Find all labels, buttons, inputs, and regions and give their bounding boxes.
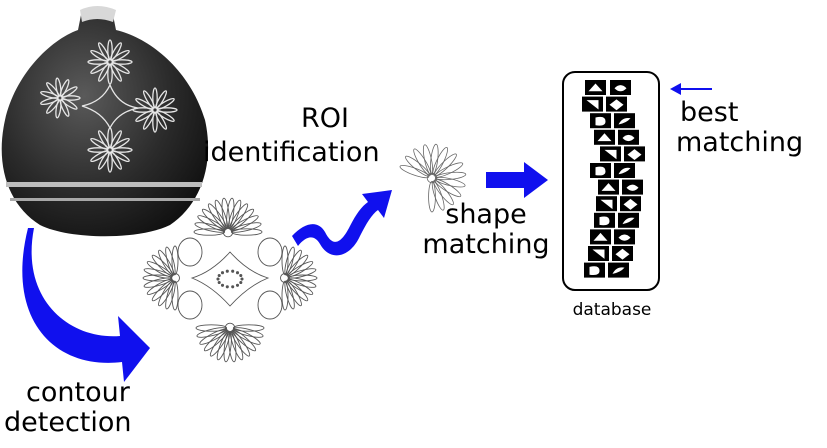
database-tile — [585, 80, 606, 95]
roi-label-line2: identification — [203, 137, 380, 168]
flower-motif — [132, 87, 178, 133]
vase-photo — [1, 6, 209, 237]
database-tile — [584, 262, 605, 278]
shape-matching-label: shape matching — [412, 199, 560, 261]
shape-label-line1: shape — [445, 199, 527, 230]
database-shape-tiles — [582, 80, 645, 278]
best-label-line2: matching — [676, 127, 804, 159]
best-label-line1: best — [680, 97, 739, 128]
roi-arrow — [292, 190, 392, 256]
flower-motif — [399, 143, 467, 213]
database-tile — [590, 113, 611, 129]
database-tile — [590, 163, 611, 178]
contour-arrow — [22, 228, 150, 382]
flower-motif — [193, 197, 263, 238]
database-tile — [590, 229, 611, 245]
database-tile — [620, 196, 641, 212]
contour-label-line2: detection — [4, 407, 132, 439]
roi-identification-label-line2-wrap: identification — [203, 137, 380, 168]
database-tile — [606, 96, 627, 112]
flower-motif — [87, 127, 133, 173]
roi-flower — [399, 143, 467, 213]
contour-label-line1: contour — [26, 377, 130, 408]
roi-label-line1: ROI — [301, 103, 349, 134]
best-matching-label: best matching — [676, 97, 804, 159]
database-tile — [600, 146, 621, 162]
contour-detection-label: contour detection — [4, 377, 132, 439]
database-tile — [614, 163, 635, 178]
database-label-text: database — [572, 300, 652, 320]
shape-matching-arrow — [486, 162, 548, 198]
roi-identification-label: ROI — [258, 103, 392, 134]
flower-motif — [40, 77, 81, 119]
database-tile — [622, 179, 643, 195]
database-tile — [594, 129, 615, 145]
shape-label-line2: matching — [422, 229, 550, 261]
contour-motif — [142, 197, 318, 363]
database-tile — [618, 129, 639, 145]
database-tile — [624, 146, 645, 162]
flower-motif — [87, 39, 133, 85]
flower-motif — [195, 322, 265, 363]
flower-motif — [142, 245, 180, 311]
database-tile — [582, 96, 603, 112]
best-matching-arrow — [670, 83, 712, 95]
database-tile — [598, 179, 619, 195]
database-tile — [612, 246, 633, 261]
database-tile — [618, 212, 639, 228]
database-label: database — [553, 300, 671, 320]
database-tile — [596, 196, 617, 212]
flower-motif — [280, 245, 318, 311]
database-tile — [614, 113, 635, 129]
database-tile — [608, 262, 629, 278]
database-tile — [594, 212, 615, 228]
database-tile — [610, 80, 631, 95]
database-tile — [614, 229, 635, 245]
database-tile — [588, 246, 609, 261]
